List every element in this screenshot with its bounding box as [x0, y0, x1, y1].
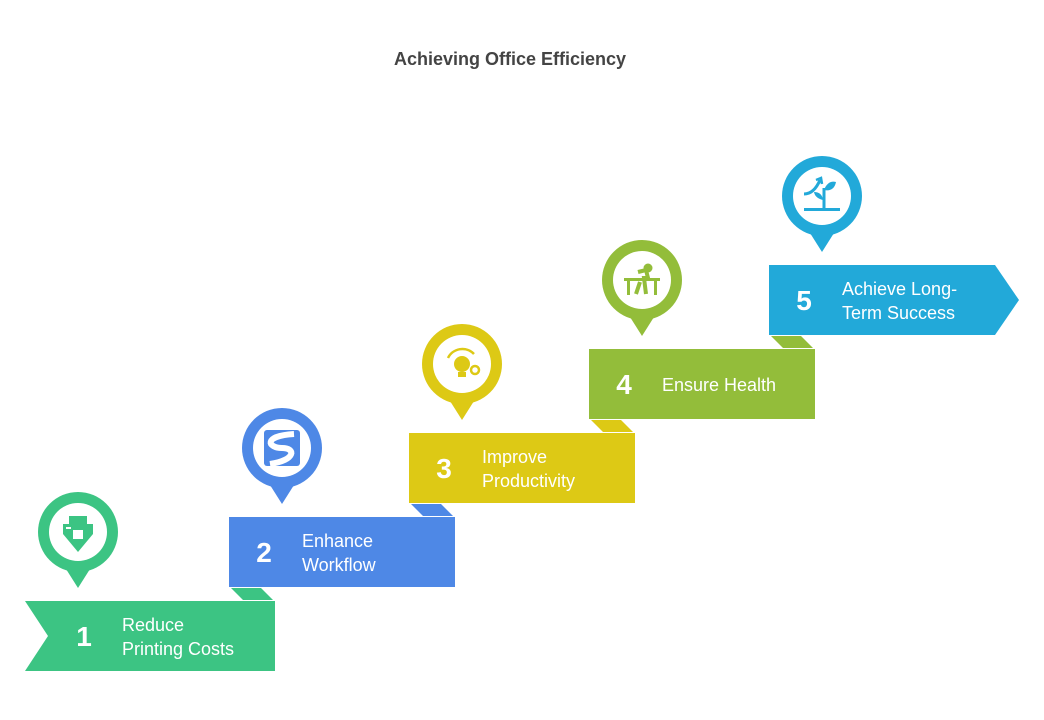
fold-tab — [231, 588, 273, 600]
step-pin — [782, 156, 862, 252]
growth-plant-icon — [803, 176, 840, 211]
step-number: 5 — [796, 285, 812, 316]
step-label: Enhance — [302, 531, 373, 551]
step-banner — [769, 265, 1019, 335]
step-label: Achieve Long- — [842, 279, 957, 299]
step-banner — [589, 349, 815, 419]
step-label: Reduce — [122, 615, 184, 635]
step-label: Term Success — [842, 303, 955, 323]
fold-tab — [411, 504, 453, 516]
fold-tab — [771, 336, 813, 348]
step-banner — [409, 433, 635, 503]
step-label: Workflow — [302, 555, 377, 575]
lightbulb-gear-icon — [446, 347, 481, 377]
person-at-desk-icon — [624, 263, 660, 295]
step-number: 2 — [256, 537, 272, 568]
step-label: Ensure Health — [662, 375, 776, 395]
step-number: 1 — [76, 621, 92, 652]
step-label: Improve — [482, 447, 547, 467]
step-banner — [229, 517, 455, 587]
step-number: 4 — [616, 369, 632, 400]
step-number: 3 — [436, 453, 452, 484]
step-pin — [242, 408, 322, 504]
step-pin — [38, 492, 118, 588]
step-label: Productivity — [482, 471, 575, 491]
printer-icon — [63, 516, 93, 552]
diagram-title: Achieving Office Efficiency — [393, 49, 627, 69]
step-4: 4 Ensure Health — [589, 240, 815, 432]
step-banner — [25, 601, 275, 671]
step-label: Printing Costs — [122, 639, 234, 659]
step-pin — [602, 240, 682, 336]
step-5: 5 Achieve Long- Term Success — [769, 156, 1019, 348]
fold-tab — [591, 420, 633, 432]
winding-road-icon — [264, 430, 300, 467]
step-pin — [422, 324, 502, 420]
